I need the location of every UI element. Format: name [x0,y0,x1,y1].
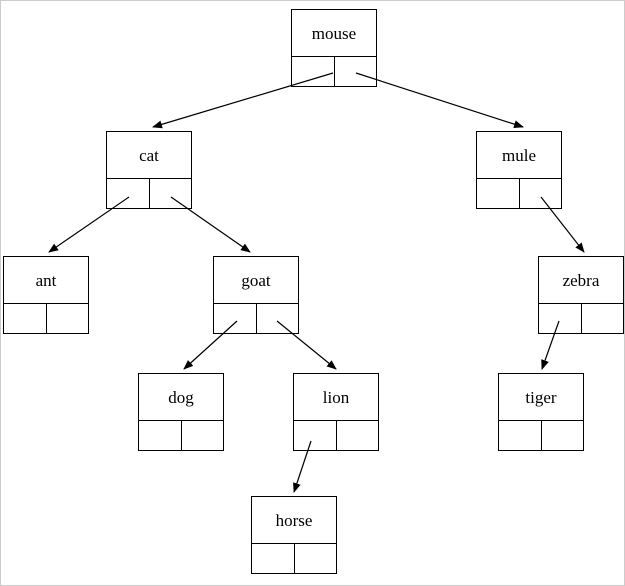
left-pointer-cell[interactable] [252,544,295,573]
right-pointer-cell[interactable] [582,304,624,333]
tree-node-tiger[interactable]: tiger [498,373,584,451]
left-pointer-cell[interactable] [4,304,47,333]
node-pointer-row [539,304,623,333]
node-label: mouse [292,10,376,57]
node-label: cat [107,132,191,179]
node-pointer-row [294,421,378,450]
right-pointer-cell[interactable] [47,304,89,333]
node-label: zebra [539,257,623,304]
node-pointer-row [107,179,191,208]
left-pointer-cell[interactable] [294,421,337,450]
left-pointer-cell[interactable] [292,57,335,86]
right-pointer-cell[interactable] [335,57,377,86]
left-pointer-cell[interactable] [499,421,542,450]
node-pointer-row [4,304,88,333]
right-pointer-cell[interactable] [337,421,379,450]
tree-node-goat[interactable]: goat [213,256,299,334]
node-pointer-row [139,421,223,450]
left-pointer-cell[interactable] [539,304,582,333]
tree-node-dog[interactable]: dog [138,373,224,451]
node-label: mule [477,132,561,179]
right-pointer-cell[interactable] [520,179,562,208]
right-pointer-cell[interactable] [150,179,192,208]
right-pointer-cell[interactable] [257,304,299,333]
node-label: tiger [499,374,583,421]
tree-node-ant[interactable]: ant [3,256,89,334]
node-pointer-row [214,304,298,333]
node-pointer-row [252,544,336,573]
node-label: ant [4,257,88,304]
tree-node-mule[interactable]: mule [476,131,562,209]
right-pointer-cell[interactable] [295,544,337,573]
left-pointer-cell[interactable] [214,304,257,333]
node-pointer-row [499,421,583,450]
right-pointer-cell[interactable] [182,421,224,450]
node-pointer-row [477,179,561,208]
node-label: goat [214,257,298,304]
tree-node-zebra[interactable]: zebra [538,256,624,334]
left-pointer-cell[interactable] [107,179,150,208]
node-label: horse [252,497,336,544]
node-label: lion [294,374,378,421]
tree-node-mouse[interactable]: mouse [291,9,377,87]
right-pointer-cell[interactable] [542,421,584,450]
node-pointer-row [292,57,376,86]
node-label: dog [139,374,223,421]
tree-node-horse[interactable]: horse [251,496,337,574]
tree-node-cat[interactable]: cat [106,131,192,209]
left-pointer-cell[interactable] [139,421,182,450]
edge-mouse-to-mule [355,72,524,129]
left-pointer-cell[interactable] [477,179,520,208]
tree-node-lion[interactable]: lion [293,373,379,451]
